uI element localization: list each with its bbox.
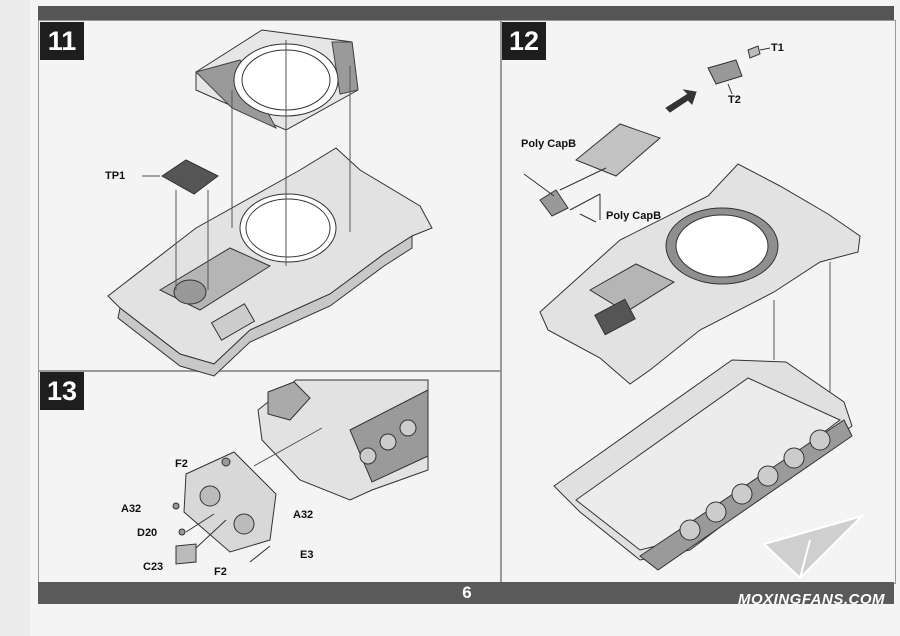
watermark-logo: [762, 513, 866, 580]
hull-lower-drawing: [553, 359, 853, 571]
page-number: 6: [462, 583, 472, 602]
label-c23: C23: [143, 561, 164, 573]
hull-rear-drawing: [257, 379, 429, 501]
step-11-panel: [38, 20, 502, 372]
label-f2-top: F2: [175, 458, 188, 470]
label-t2: T2: [728, 94, 741, 106]
label-a32-right: A32: [293, 509, 314, 521]
bottom-bar: [38, 582, 894, 604]
rear-plate-drawing: [172, 451, 277, 565]
page-gutter: [0, 0, 30, 636]
hull-upper-assembled-drawing: [539, 163, 861, 385]
label-poly-capb-lower: Poly CapB: [606, 210, 662, 222]
label-tp1: TP1: [105, 170, 126, 182]
track-links-drawing: [523, 123, 661, 223]
hull-top-drawing: [107, 147, 433, 377]
label-t1: T1: [771, 42, 784, 54]
label-poly-capb-upper: Poly CapB: [521, 138, 577, 150]
turret-ring-plate-drawing: [195, 29, 359, 131]
label-a32-left: A32: [121, 503, 142, 515]
direction-arrow: [665, 89, 697, 113]
label-e3: E3: [300, 549, 314, 561]
label-d20: D20: [137, 527, 158, 539]
step-12-number: 12: [502, 22, 546, 60]
label-f2-bottom: F2: [214, 566, 227, 578]
top-bar: [38, 6, 894, 20]
step-11-number: 11: [40, 22, 84, 60]
t1-t2-parts-drawing: [707, 45, 771, 95]
step-13-number: 13: [40, 372, 84, 410]
watermark-text: MOXINGFANS.COM: [738, 591, 886, 608]
tp1-part-drawing: [161, 159, 219, 195]
